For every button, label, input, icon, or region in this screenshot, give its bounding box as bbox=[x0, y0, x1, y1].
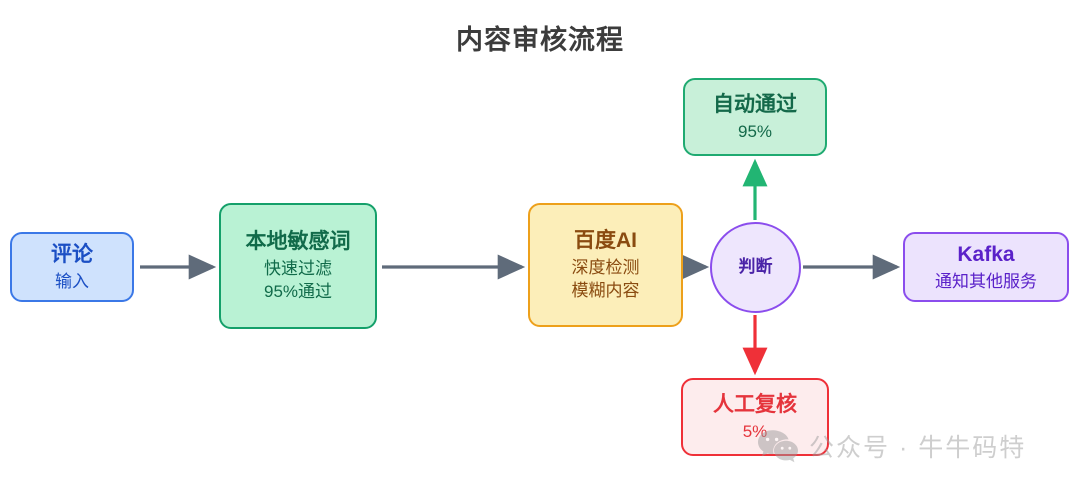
node-auto-pass-metric: 95% bbox=[737, 121, 773, 141]
node-baidu-ai[interactable]: 百度AI 深度检测 模糊内容 bbox=[528, 203, 683, 327]
page-title: 内容审核流程 bbox=[456, 25, 624, 55]
node-manual-review-metric: 5% bbox=[742, 421, 768, 441]
node-comment-title: 评论 bbox=[51, 242, 93, 266]
node-baidu-ai-detail: 模糊内容 bbox=[571, 281, 640, 301]
node-decision[interactable]: 判断 bbox=[710, 222, 801, 313]
watermark-text: 公众号 · 牛牛码特 bbox=[809, 434, 1027, 462]
node-kafka[interactable]: Kafka 通知其他服务 bbox=[903, 232, 1069, 302]
node-kafka-subtitle: 通知其他服务 bbox=[935, 271, 1037, 291]
node-kafka-title: Kafka bbox=[957, 242, 1015, 266]
node-local-filter-metric: 95%通过 bbox=[263, 282, 333, 302]
node-comment-subtitle: 输入 bbox=[55, 271, 89, 291]
node-baidu-ai-title: 百度AI bbox=[574, 229, 637, 253]
node-local-filter-title: 本地敏感词 bbox=[245, 230, 351, 254]
node-local-filter-subtitle: 快速过滤 bbox=[264, 258, 332, 278]
node-auto-pass[interactable]: 自动通过 95% bbox=[683, 78, 827, 156]
node-manual-review-title: 人工复核 bbox=[713, 392, 797, 416]
node-decision-title: 判断 bbox=[738, 257, 773, 277]
node-manual-review[interactable]: 人工复核 5% bbox=[681, 378, 829, 456]
node-comment[interactable]: 评论 输入 bbox=[10, 232, 134, 302]
node-auto-pass-title: 自动通过 bbox=[713, 92, 797, 116]
node-local-filter[interactable]: 本地敏感词 快速过滤 95%通过 bbox=[219, 203, 377, 329]
node-baidu-ai-subtitle: 深度检测 bbox=[571, 257, 640, 277]
